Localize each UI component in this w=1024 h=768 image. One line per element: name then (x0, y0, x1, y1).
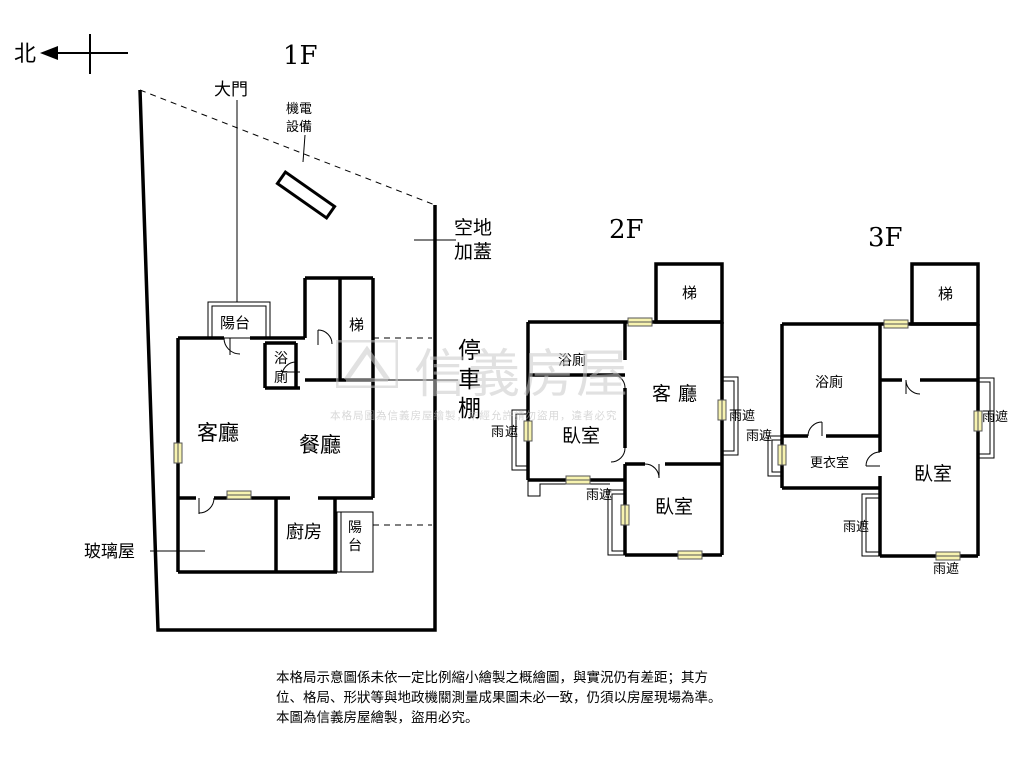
label-mech-2: 設備 (286, 119, 312, 135)
label-main-gate: 大門 (214, 80, 248, 100)
label-3f-closet: 更衣室 (810, 455, 849, 471)
label-kitchen: 廚房 (286, 521, 322, 543)
label-vacant-1: 空地 (454, 217, 492, 239)
disclaimer-line-3: 本圖為信義房屋繪製，盜用必究。 (276, 710, 479, 726)
north-arrow-icon (40, 46, 58, 60)
north-compass: 北 (14, 34, 128, 74)
floor-title-2f: 2F (609, 215, 644, 245)
label-3f-bedroom: 臥室 (914, 463, 952, 485)
label-vacant-2: 加蓋 (454, 241, 492, 263)
label-carport-3: 棚 (458, 396, 481, 422)
floor-1f: 1F 大門 機電 設備 空地 加蓋 陽台 (84, 41, 492, 632)
disclaimer: 本格局示意圖係未依一定比例縮小繪製之概繪圖，與實況仍有差距；其方 位、格局、形狀… (276, 668, 876, 728)
label-1f-dining: 餐廳 (299, 433, 341, 457)
floor-title-3f: 3F (868, 223, 903, 253)
north-label: 北 (14, 42, 36, 67)
label-2f-awning-left-2: 遮 (505, 424, 518, 440)
label-mech-1: 機電 (286, 102, 312, 117)
floor-2f: 2F 梯 浴廁 客 廳 臥室 臥室 (491, 215, 755, 560)
label-3f-bath: 浴廁 (815, 374, 843, 391)
label-2f-stairs: 梯 (682, 284, 697, 302)
label-3f-awning-left: 雨遮 (746, 428, 772, 444)
label-balcony-top: 陽台 (220, 314, 250, 332)
label-1f-bath-2: 廁 (274, 369, 288, 386)
floor-3f: 3F 梯 浴廁 更衣室 臥室 雨遮 (746, 223, 1008, 577)
label-2f-bedroom-2: 臥室 (655, 496, 693, 518)
label-2f-living-1: 客 (652, 383, 671, 405)
label-carport-2: 車 (458, 367, 481, 393)
label-balcony-side-2: 台 (348, 538, 362, 554)
label-sunroom: 玻璃屋 (84, 542, 135, 562)
label-2f-awning-right: 雨遮 (729, 408, 755, 424)
mech-equipment (275, 169, 337, 221)
label-1f-bath-1: 浴 (274, 351, 288, 367)
label-balcony-side-1: 陽 (348, 520, 362, 536)
label-3f-awning-bottom-left: 雨遮 (843, 519, 869, 535)
floor-title-1f: 1F (283, 41, 318, 71)
label-1f-stairs: 梯 (349, 316, 364, 334)
label-3f-awning-bottom: 雨遮 (933, 561, 959, 577)
label-carport-1: 停 (458, 338, 481, 364)
disclaimer-line-2: 位、格局、形狀等與地政機關測量成果圖未必一致，仍須以房屋現場為準。 (276, 690, 722, 706)
label-3f-stairs: 梯 (938, 285, 953, 303)
label-2f-awning-bottom: 雨遮 (586, 487, 612, 503)
label-3f-awning-right: 雨遮 (982, 409, 1008, 425)
disclaimer-line-1: 本格局示意圖係未依一定比例縮小繪製之概繪圖，與實況仍有差距；其方 (276, 670, 708, 686)
label-1f-living: 客廳 (197, 421, 239, 445)
label-2f-bath: 浴廁 (558, 352, 586, 369)
label-2f-bedroom-1: 臥室 (562, 425, 600, 447)
label-2f-living-2: 廳 (678, 383, 697, 405)
label-2f-awning-left-1: 雨 (491, 425, 504, 440)
